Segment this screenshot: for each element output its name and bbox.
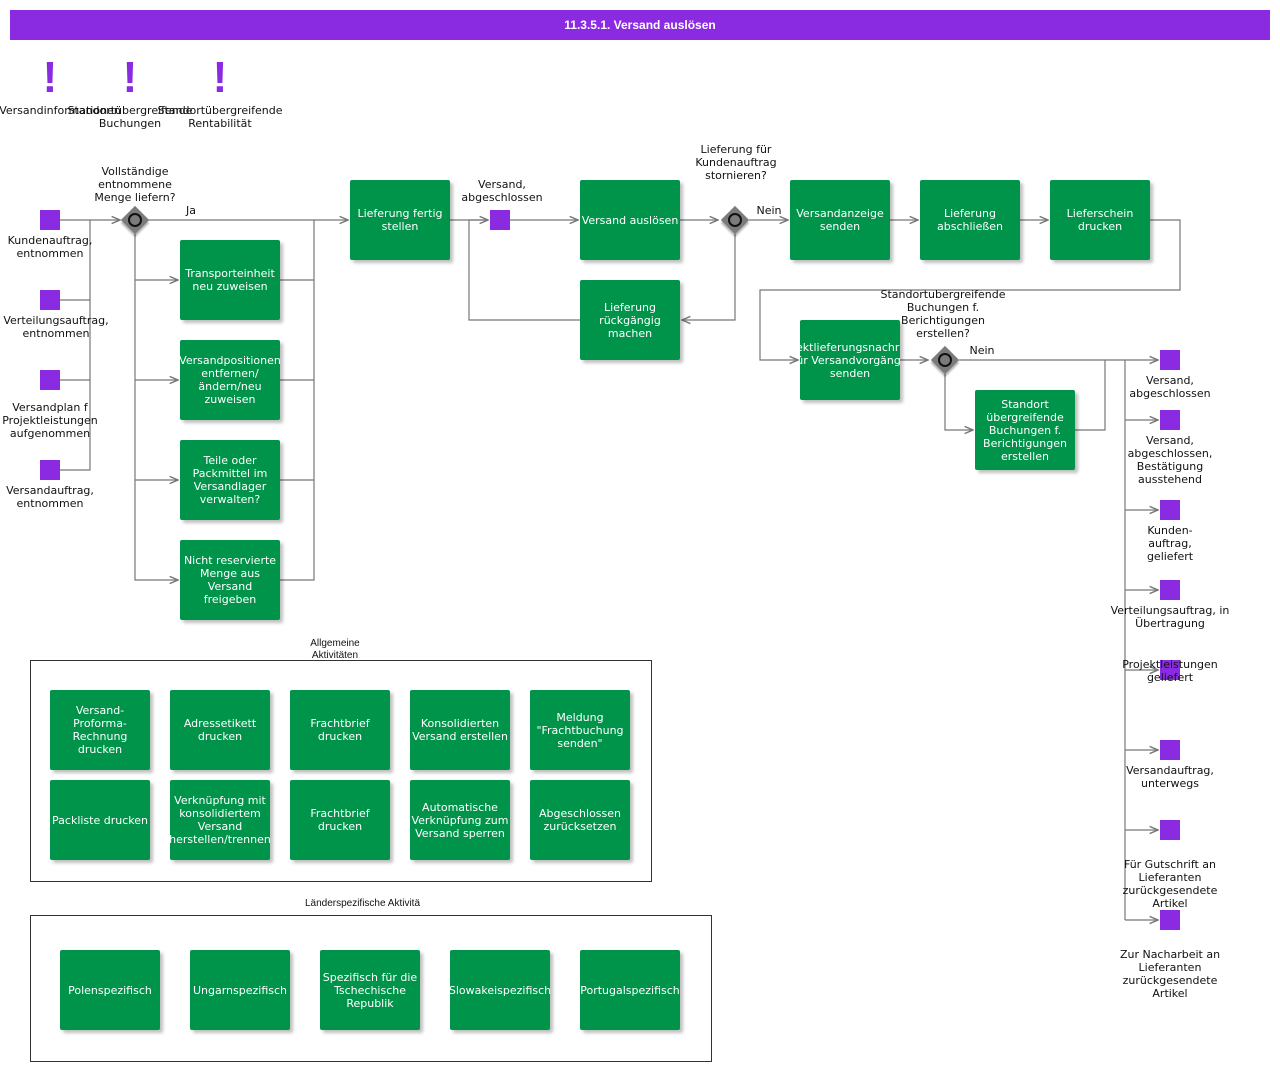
exclamation-icon: ! bbox=[212, 53, 228, 102]
end-event-label: Versandauftrag, unterwegs bbox=[1126, 764, 1214, 790]
start-event[interactable] bbox=[40, 460, 60, 480]
activity-lieferschein[interactable]: Lieferschein drucken bbox=[1050, 180, 1150, 260]
intermediate-event[interactable] bbox=[490, 210, 510, 230]
note-label: Standortübergreifende Buchungen bbox=[67, 104, 193, 130]
end-event[interactable] bbox=[1160, 740, 1180, 760]
start-event[interactable] bbox=[40, 370, 60, 390]
gateway-question: Lieferung für Kundenauftrag stornieren? bbox=[695, 143, 777, 182]
activity-lieferung-abschliessen[interactable]: Lieferung abschließen bbox=[920, 180, 1020, 260]
activity-transporteinheit[interactable]: Transporteinheit neu zuweisen bbox=[180, 240, 280, 320]
start-event-label: Versandplan f Projektleistungen aufgenom… bbox=[2, 401, 98, 440]
end-event[interactable] bbox=[1160, 910, 1180, 930]
intermediate-event-label: Versand, abgeschlossen bbox=[461, 178, 543, 204]
gateway-no-label: Nein bbox=[756, 204, 782, 217]
activity-versand-ausloesen[interactable]: Versand auslösen bbox=[580, 180, 680, 260]
country-activity[interactable]: Spezifisch für die Tschechische Republik bbox=[320, 950, 420, 1030]
page-title: 11.3.5.1. Versand auslösen bbox=[10, 10, 1270, 40]
note-label: Standortübergreifende Rentabilität bbox=[157, 104, 283, 130]
gateway-marker-icon bbox=[728, 213, 742, 227]
start-event-label: Verteilungsauftrag, entnommen bbox=[3, 314, 109, 340]
gateway-marker-icon bbox=[128, 213, 142, 227]
activity-lieferung-fertig[interactable]: Lieferung fertig stellen bbox=[350, 180, 450, 260]
general-activity[interactable]: Adressetikett drucken bbox=[170, 690, 270, 770]
end-event[interactable] bbox=[1160, 580, 1180, 600]
end-event[interactable] bbox=[1160, 500, 1180, 520]
gateway-question: Vollständige entnommene Menge liefern? bbox=[94, 165, 176, 204]
end-event[interactable] bbox=[1160, 410, 1180, 430]
country-activity[interactable]: Slowakeispezifisch bbox=[450, 950, 550, 1030]
general-activity[interactable]: Automatische Verknüpfung zum Versand spe… bbox=[410, 780, 510, 860]
end-event-label: Projektleistungen geliefert bbox=[1122, 658, 1218, 684]
general-activity[interactable]: Versand-Proforma-Rechnung drucken bbox=[50, 690, 150, 770]
end-event[interactable] bbox=[1160, 820, 1180, 840]
general-activity[interactable]: Frachtbrief drucken bbox=[290, 690, 390, 770]
gateway-question: Standortubergreifende Buchungen f. Beric… bbox=[880, 288, 1006, 340]
exclamation-icon: ! bbox=[122, 53, 138, 102]
end-event[interactable] bbox=[1160, 660, 1180, 680]
general-activity[interactable]: Packliste drucken bbox=[50, 780, 150, 860]
end-event-label: Für Gutschrift an Lieferanten zurückgese… bbox=[1122, 858, 1218, 910]
start-event-label: Versandauftrag, entnommen bbox=[6, 484, 94, 510]
activity-versandanzeige[interactable]: Versandanzeige senden bbox=[790, 180, 890, 260]
country-activity[interactable]: Portugalspezifisch bbox=[580, 950, 680, 1030]
start-event-label: Kundenauftrag, entnommen bbox=[7, 234, 93, 260]
gateway-yes-label: Ja bbox=[186, 204, 196, 217]
activity-direktlieferung[interactable]: Direktlieferungsnachricht für Versandvor… bbox=[800, 320, 900, 400]
exclamation-icon: ! bbox=[42, 53, 58, 102]
activity-versandpositionen[interactable]: Versandpositionen entfernen/ändern/neu z… bbox=[180, 340, 280, 420]
general-activity[interactable]: Abgeschlossen zurücksetzen bbox=[530, 780, 630, 860]
activity-rueckgaengig[interactable]: Lieferung rückgängig machen bbox=[580, 280, 680, 360]
note-label: Versandinformationen bbox=[0, 104, 121, 117]
end-event[interactable] bbox=[1160, 350, 1180, 370]
activity-teile[interactable]: Teile oder Packmittel im Versandlager ve… bbox=[180, 440, 280, 520]
general-pool-title: Allgemeine Aktivitäten bbox=[310, 638, 360, 660]
country-pool: Polenspezifisch Ungarnspezifisch Spezifi… bbox=[30, 915, 712, 1062]
country-activity[interactable]: Polenspezifisch bbox=[60, 950, 160, 1030]
start-event[interactable] bbox=[40, 210, 60, 230]
country-pool-title: Länderspezifische Aktivitä bbox=[304, 898, 421, 909]
end-event-label: Kunden-auftrag, geliefert bbox=[1146, 524, 1194, 563]
gateway-marker-icon bbox=[938, 353, 952, 367]
activity-nicht-reserviert[interactable]: Nicht reservierte Menge aus Versand frei… bbox=[180, 540, 280, 620]
general-pool: Versand-Proforma-Rechnung drucken Adress… bbox=[30, 660, 652, 882]
start-event[interactable] bbox=[40, 290, 60, 310]
gateway-no-label: Nein bbox=[969, 344, 995, 357]
end-event-label: Versand, abgeschlossen bbox=[1129, 374, 1211, 400]
general-activity[interactable]: Verknüpfung mit konsolidiertem Versand h… bbox=[170, 780, 270, 860]
activity-standort-buchungen[interactable]: Standort übergreifende Buchungen f. Beri… bbox=[975, 390, 1075, 470]
country-activity[interactable]: Ungarnspezifisch bbox=[190, 950, 290, 1030]
general-activity[interactable]: Konsolidierten Versand erstellen bbox=[410, 690, 510, 770]
end-event-label: Verteilungsauftrag, in Übertragung bbox=[1110, 604, 1230, 630]
end-event-label: Zur Nacharbeit an Lieferanten zurückgese… bbox=[1119, 948, 1221, 1000]
general-activity[interactable]: Frachtbrief drucken bbox=[290, 780, 390, 860]
end-event-label: Versand, abgeschlossen, Bestätigung auss… bbox=[1127, 434, 1213, 486]
general-activity[interactable]: Meldung "Frachtbuchung senden" bbox=[530, 690, 630, 770]
